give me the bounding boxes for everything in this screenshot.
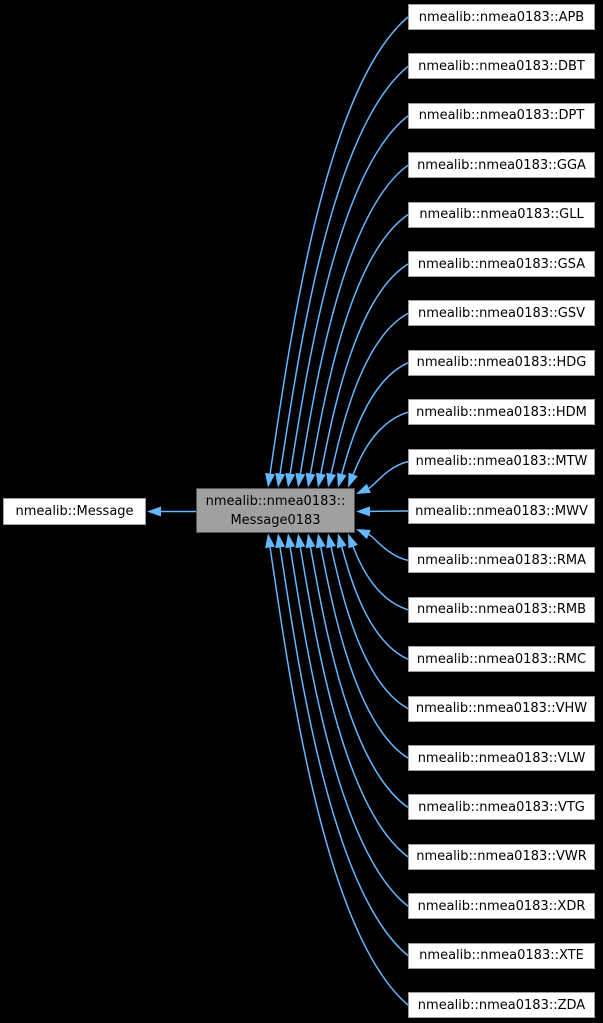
inheritance-edge	[330, 312, 409, 475]
class-node-vtg[interactable]: nmealib::nmea0183::VTG	[408, 794, 595, 821]
inheritance-edge	[279, 65, 409, 474]
arrowhead	[275, 533, 286, 549]
class-node-dbt[interactable]: nmealib::nmea0183::DBT	[408, 53, 595, 80]
class-node-zda[interactable]: nmealib::nmea0183::ZDA	[408, 992, 595, 1018]
class-node-vwr[interactable]: nmealib::nmea0183::VWR	[408, 843, 595, 870]
arrowhead	[326, 533, 336, 549]
current-class-label-line2: Message0183	[230, 512, 321, 528]
class-node-rma[interactable]: nmealib::nmea0183::RMA	[408, 547, 595, 574]
inheritance-edge	[352, 546, 409, 611]
arrowhead	[315, 533, 326, 549]
inheritance-edge	[368, 533, 409, 562]
class-node-dpt[interactable]: nmealib::nmea0183::DPT	[408, 102, 595, 129]
arrowhead	[305, 472, 316, 488]
arrowhead	[285, 472, 296, 488]
arrowhead	[265, 472, 275, 488]
class-node-rmb[interactable]: nmealib::nmea0183::RMB	[408, 596, 595, 623]
inheritance-edge	[368, 460, 409, 489]
inheritance-edge	[289, 115, 409, 474]
arrowhead	[275, 472, 286, 488]
arrowhead	[356, 529, 371, 540]
inheritance-edge	[320, 263, 409, 474]
inheritance-edge	[299, 547, 409, 858]
inheritance-edge	[320, 547, 409, 759]
arrowhead	[265, 533, 275, 549]
class-node-gsv[interactable]: nmealib::nmea0183::GSV	[408, 300, 595, 327]
inheritance-edge	[269, 547, 409, 1006]
class-node-nmealib-message[interactable]: nmealib::Message	[3, 498, 146, 525]
inheritance-edge	[330, 546, 409, 710]
class-node-rmc[interactable]: nmealib::nmea0183::RMC	[408, 646, 595, 673]
arrowhead	[356, 506, 370, 517]
arrowhead	[285, 533, 296, 549]
arrowhead	[147, 506, 161, 517]
class-node-xdr[interactable]: nmealib::nmea0183::XDR	[408, 893, 595, 920]
class-node-hdg[interactable]: nmealib::nmea0183::HDG	[408, 349, 595, 376]
current-class-label-line1: nmealib::nmea0183::	[205, 493, 346, 509]
inheritance-edge	[309, 213, 409, 474]
inheritance-edge	[341, 362, 409, 475]
class-node-gsa[interactable]: nmealib::nmea0183::GSA	[408, 251, 595, 277]
class-node-vlw[interactable]: nmealib::nmea0183::VLW	[408, 745, 595, 771]
class-node-mtw[interactable]: nmealib::nmea0183::MTW	[408, 448, 595, 475]
class-node-gll[interactable]: nmealib::nmea0183::GLL	[408, 201, 595, 228]
inheritance-edge	[279, 547, 409, 957]
class-node-xte[interactable]: nmealib::nmea0183::XTE	[408, 942, 595, 969]
arrowhead	[336, 533, 347, 549]
inheritance-edge	[289, 547, 409, 907]
class-node-vhw[interactable]: nmealib::nmea0183::VHW	[408, 695, 595, 722]
inheritance-edge	[269, 16, 409, 474]
inheritance-edge	[341, 546, 409, 660]
inheritance-edge	[309, 547, 409, 809]
arrowhead	[305, 533, 316, 549]
inheritance-edge	[352, 411, 409, 475]
arrowhead	[295, 472, 306, 488]
arrowhead	[326, 472, 336, 488]
arrowhead	[337, 472, 347, 488]
class-node-apb[interactable]: nmealib::nmea0183::APB	[408, 4, 595, 30]
class-node-hdm[interactable]: nmealib::nmea0183::HDM	[408, 399, 595, 426]
arrowhead	[315, 472, 326, 488]
arrowhead	[348, 533, 358, 549]
class-node-gga[interactable]: nmealib::nmea0183::GGA	[408, 152, 595, 179]
inheritance-edge	[299, 164, 409, 474]
class-node-mwv[interactable]: nmealib::nmea0183::MWV	[408, 498, 595, 524]
arrowhead	[295, 533, 306, 549]
arrowhead	[356, 483, 371, 494]
arrowhead	[348, 472, 358, 488]
class-node-message0183-current: nmealib::nmea0183:: Message0183	[196, 488, 355, 533]
